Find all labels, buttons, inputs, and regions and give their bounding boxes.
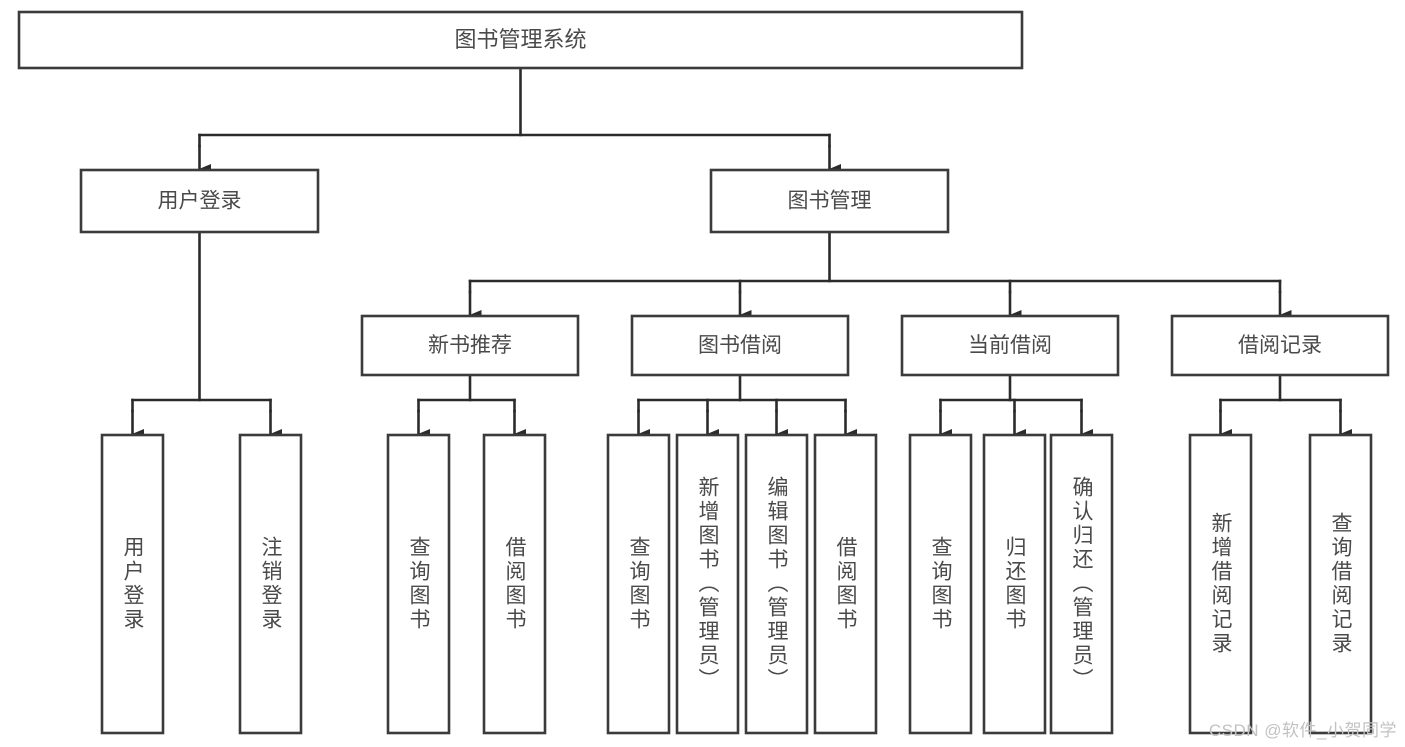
node-box-book-borrow[interactable] — [630, 314, 850, 377]
node-box-leaf-user-login[interactable] — [100, 433, 165, 735]
node-label-new-book-recommend: 新书推荐 — [428, 334, 512, 357]
connector-layer — [131, 66, 1352, 439]
node-label-book-borrow: 图书借阅 — [698, 334, 782, 357]
node-box-leaf-return-book[interactable] — [982, 433, 1047, 735]
node-label-root: 图书管理系统 — [454, 27, 586, 52]
node-box-leaf-query-book-bor[interactable] — [606, 433, 671, 735]
node-box-leaf-add-book[interactable] — [675, 433, 740, 735]
node-box-leaf-query-book-cur[interactable] — [908, 433, 973, 735]
node-box-leaf-borrow-book-rec[interactable] — [482, 433, 547, 735]
node-box-layer — [17, 10, 1390, 735]
node-box-leaf-confirm-return[interactable] — [1049, 433, 1114, 735]
node-box-leaf-query-borrow-record[interactable] — [1308, 433, 1373, 735]
node-label-current-borrow: 当前借阅 — [968, 334, 1052, 357]
node-box-new-book-recommend[interactable] — [360, 314, 580, 377]
node-box-leaf-edit-book[interactable] — [744, 433, 809, 735]
node-label-book-management: 图书管理 — [788, 190, 872, 213]
node-label-user-login: 用户登录 — [158, 190, 242, 213]
node-box-user-login[interactable] — [79, 168, 320, 234]
node-box-current-borrow[interactable] — [900, 314, 1120, 377]
node-box-leaf-query-book-rec[interactable] — [386, 433, 451, 735]
node-box-borrow-records[interactable] — [1170, 314, 1390, 377]
node-box-leaf-add-borrow-record[interactable] — [1188, 433, 1253, 735]
node-box-root[interactable] — [17, 10, 1024, 70]
node-label-borrow-records: 借阅记录 — [1238, 334, 1322, 357]
node-box-leaf-borrow-book-bor[interactable] — [813, 433, 878, 735]
node-box-book-management[interactable] — [709, 168, 950, 234]
node-box-leaf-logout[interactable] — [238, 433, 303, 735]
